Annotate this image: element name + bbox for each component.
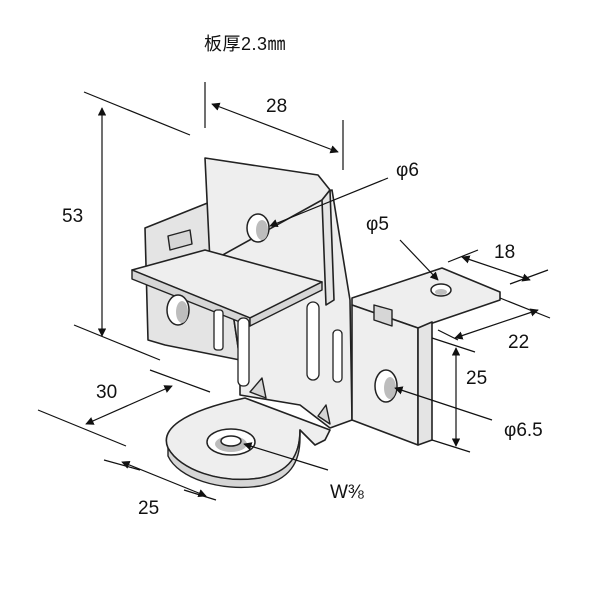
plate-thickness-label: 板厚2.3㎜ [204,34,286,54]
hole-left-icon [166,294,190,326]
bracket-part [131,157,501,489]
dim-hole-6-5: φ6.5 [504,420,543,441]
bolt-hole-icon [206,428,256,456]
dim-28: 28 [266,96,287,117]
hole-right-icon [374,369,398,403]
hole-top-icon [246,213,270,243]
dim-hole-6: φ6 [396,160,419,181]
dim-hole-5: φ5 [366,214,389,235]
dim-bolt-w38: W⅜ [330,482,364,503]
dimension-lines [37,82,551,501]
dim-25-bottom: 25 [138,498,159,519]
dim-22: 22 [508,332,529,353]
dim-53: 53 [62,206,83,227]
dim-18: 18 [494,242,515,263]
dim-25-right: 25 [466,368,487,389]
dim-30: 30 [96,382,117,403]
hole-small-icon [430,283,452,297]
